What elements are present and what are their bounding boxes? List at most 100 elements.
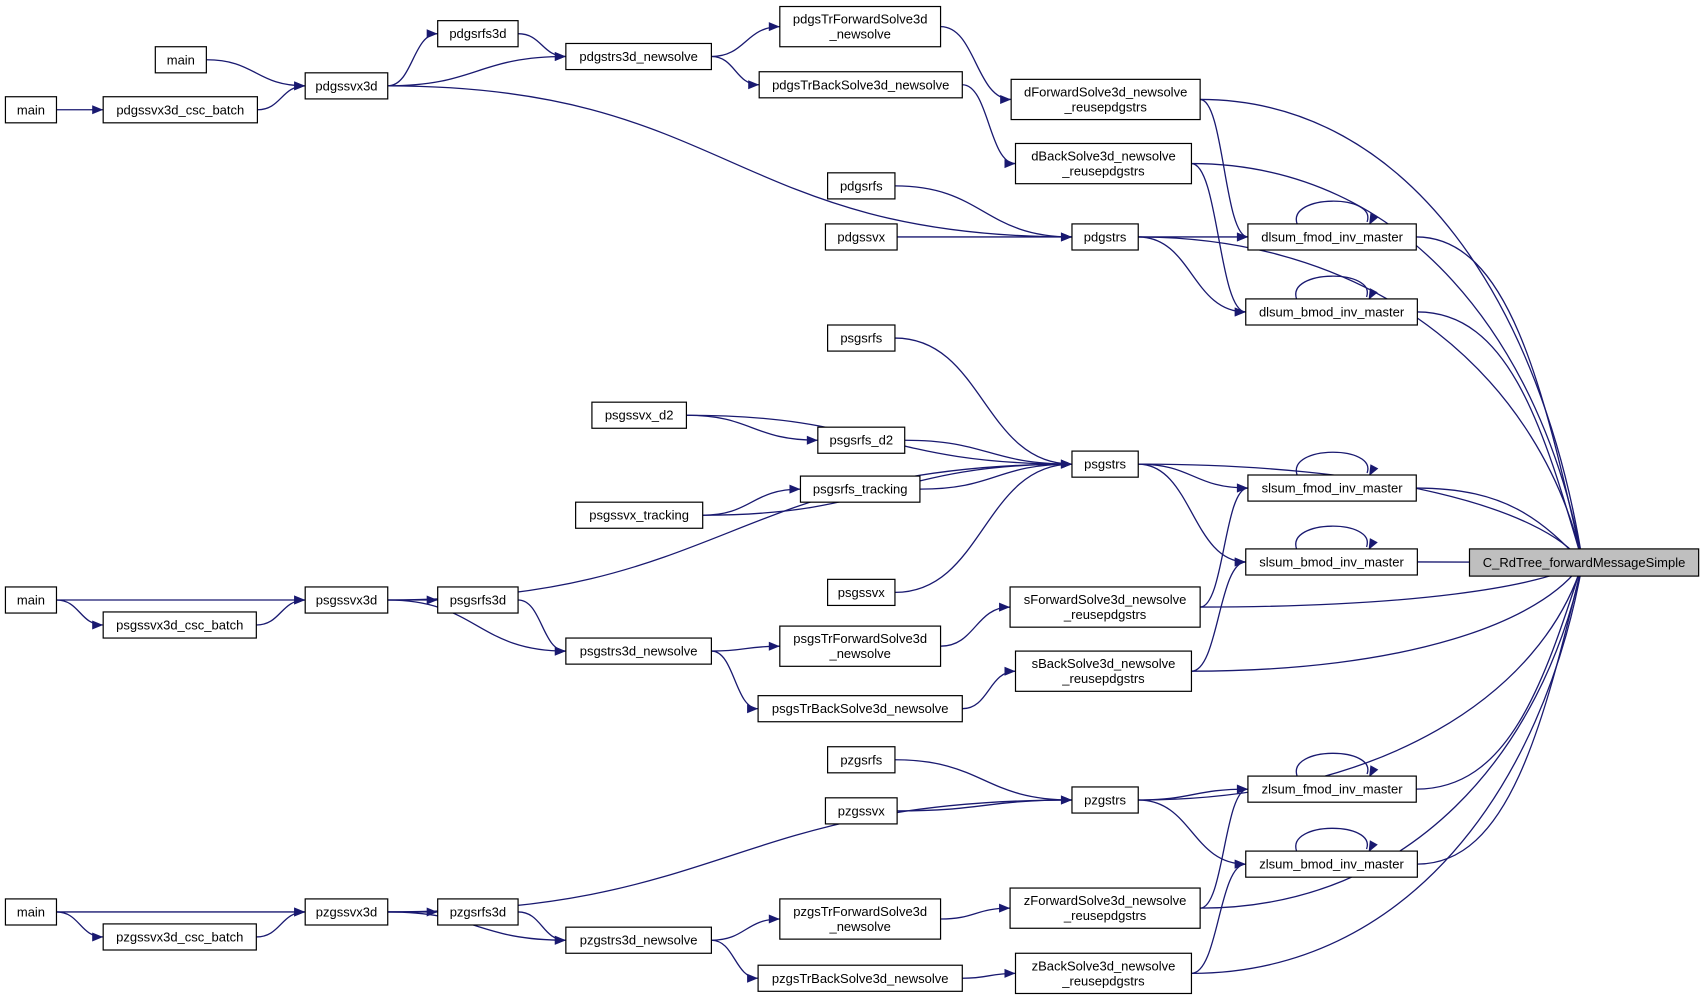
edge-line: [686, 414, 818, 441]
arrowhead: [294, 595, 306, 605]
call-edge: [894, 759, 1072, 805]
node-label: psgsrfs3d: [450, 593, 506, 608]
edge-line: [1416, 236, 1584, 563]
node-box: [1014, 142, 1193, 185]
function-node-main1[interactable]: main: [154, 46, 207, 74]
function-node-zlsum-fmod[interactable]: zlsum_fmod_inv_master: [1247, 775, 1417, 803]
arrowhead: [554, 52, 566, 62]
edge-line: [1199, 788, 1249, 909]
function-node-pzgssvx3d[interactable]: pzgssvx3d: [304, 898, 389, 926]
node-label: pzgstrs: [1084, 793, 1126, 808]
function-node-pdgssvx3d[interactable]: pdgssvx3d: [304, 72, 389, 100]
function-node-psgssvx-d2[interactable]: psgssvx_d2: [591, 401, 688, 429]
function-node-pzgsrfs3d[interactable]: pzgsrfs3d: [437, 898, 519, 926]
arrowhead: [1368, 538, 1378, 550]
node-label: main: [17, 904, 45, 919]
function-node-dforwardsolve3d[interactable]: dForwardSolve3d_newsolve_reusepdgstrs: [1010, 78, 1201, 121]
edge-line: [518, 911, 566, 941]
function-node-psgsrfs3d[interactable]: psgsrfs3d: [437, 586, 519, 614]
function-node-main3[interactable]: main: [4, 586, 58, 614]
call-edge: [897, 232, 1072, 242]
arrowhead: [1004, 968, 1016, 978]
node-box: [575, 501, 704, 529]
edge-line: [1138, 463, 1248, 489]
node-box: [1247, 474, 1417, 502]
function-node-pzgssvx3d-csc-batch[interactable]: pzgssvx3d_csc_batch: [102, 923, 257, 951]
call-edge: [1417, 311, 1584, 563]
function-node-zbacksolve3d[interactable]: zBackSolve3d_newsolve_reusepdgstrs: [1014, 952, 1193, 995]
function-node-pzgssvx[interactable]: pzgssvx: [824, 797, 898, 825]
arrowhead: [1004, 159, 1016, 169]
arrowhead: [1368, 840, 1378, 853]
function-node-pdgsrfs[interactable]: pdgsrfs: [827, 172, 896, 200]
function-node-zlsum-bmod[interactable]: zlsum_bmod_inv_master: [1245, 850, 1418, 878]
function-node-pzgsrfs[interactable]: pzgsrfs: [827, 746, 896, 774]
function-node-zforwardsolve3d[interactable]: zForwardSolve3d_newsolve_reusepdgstrs: [1009, 887, 1201, 929]
node-label: _reusepdgstrs: [1061, 973, 1145, 988]
edge-line: [387, 911, 566, 941]
node-box: [1009, 887, 1201, 929]
node-box: [154, 46, 207, 74]
function-node-psgstrforwardsolve3d-newsolve[interactable]: psgsTrForwardSolve3d_newsolve: [779, 625, 942, 667]
function-node-main2[interactable]: main: [4, 96, 58, 124]
node-box: [1010, 78, 1201, 121]
function-node-sforwardsolve3d[interactable]: sForwardSolve3d_newsolve_reusepdgstrs: [1009, 586, 1201, 628]
function-node-psgssvx[interactable]: psgssvx: [827, 578, 896, 607]
function-node-psgstrbacksolve3d-newsolve[interactable]: psgsTrBackSolve3d_newsolve: [757, 695, 963, 723]
function-node-pdgssvx3d-csc-batch[interactable]: pdgssvx3d_csc_batch: [102, 96, 259, 124]
node-box: [437, 586, 519, 614]
function-node-dbacksolve3d[interactable]: dBackSolve3d_newsolve_reusepdgstrs: [1014, 142, 1193, 185]
call-edge: [1138, 236, 1585, 563]
node-box: [779, 5, 942, 48]
node-label: sBackSolve3d_newsolve: [1032, 656, 1176, 671]
function-node-dlsum-fmod[interactable]: dlsum_fmod_inv_master: [1247, 223, 1417, 251]
function-node-sbacksolve3d[interactable]: sBackSolve3d_newsolve_reusepdgstrs: [1014, 650, 1193, 692]
node-box: [1071, 786, 1139, 814]
arrowhead: [426, 595, 438, 605]
function-node-pzgstrs[interactable]: pzgstrs: [1071, 786, 1139, 814]
function-node-psgsrfs[interactable]: psgsrfs: [827, 324, 896, 352]
call-edge: [387, 29, 438, 87]
function-node-psgstrs[interactable]: psgstrs: [1071, 450, 1139, 478]
node-box: [1014, 952, 1193, 995]
function-node-pdgstrforwardsolve3d-newsolve[interactable]: pdgsTrForwardSolve3d_newsolve: [779, 5, 942, 48]
node-label: psgstrs: [1084, 457, 1126, 472]
edge-line: [1295, 752, 1369, 777]
node-box: [565, 926, 712, 954]
arrowhead: [768, 914, 780, 924]
function-node-pzgstrbacksolve3d-newsolve[interactable]: pzgsTrBackSolve3d_newsolve: [757, 964, 963, 992]
node-label: psgssvx3d: [316, 593, 377, 608]
function-node-pdgstrbacksolve3d-newsolve[interactable]: pdgsTrBackSolve3d_newsolve: [758, 71, 963, 99]
edge-line: [1191, 561, 1246, 672]
function-node-pdgssvx[interactable]: pdgssvx: [824, 223, 898, 251]
function-node-pdgsrfs3d[interactable]: pdgsrfs3d: [437, 20, 519, 48]
function-node-psgstrs3d-newsolve[interactable]: psgstrs3d_newsolve: [565, 637, 712, 665]
node-box: [4, 586, 58, 614]
function-node-psgsrfs-d2[interactable]: psgsrfs_d2: [817, 426, 906, 454]
function-node-main4[interactable]: main: [4, 898, 58, 926]
node-box: [1245, 298, 1418, 326]
edge-line: [1416, 487, 1584, 563]
function-node-slsum-fmod[interactable]: slsum_fmod_inv_master: [1247, 474, 1417, 502]
function-node-pdgstrs[interactable]: pdgstrs: [1071, 223, 1139, 251]
function-node-psgsrfs-tracking[interactable]: psgsrfs_tracking: [799, 475, 921, 503]
call-edge: [1295, 752, 1379, 778]
function-node-psgssvx-tracking[interactable]: psgssvx_tracking: [575, 501, 704, 529]
edge-line: [256, 599, 306, 626]
node-label: pdgssvx3d_csc_batch: [116, 102, 244, 117]
edge-line: [962, 84, 1016, 165]
function-node-root[interactable]: C_RdTree_forwardMessageSimple: [1468, 548, 1700, 577]
function-node-dlsum-bmod[interactable]: dlsum_bmod_inv_master: [1245, 298, 1418, 326]
function-node-pzgstrforwardsolve3d-newsolve[interactable]: pzgsTrForwardSolve3d_newsolve: [779, 898, 942, 940]
node-label: main: [167, 52, 195, 67]
function-node-psgssvx3d-csc-batch[interactable]: psgssvx3d_csc_batch: [102, 611, 257, 639]
node-label: _reusepdgstrs: [1061, 164, 1145, 179]
edge-line: [894, 463, 1072, 594]
call-edge: [711, 939, 759, 983]
function-node-psgssvx3d[interactable]: psgssvx3d: [304, 586, 389, 614]
function-node-pdgstrs3d-newsolve[interactable]: pdgstrs3d_newsolve: [565, 42, 712, 71]
function-node-slsum-bmod[interactable]: slsum_bmod_inv_master: [1245, 548, 1418, 576]
node-box: [1009, 586, 1201, 628]
function-node-pzgstrs3d-newsolve[interactable]: pzgstrs3d_newsolve: [565, 926, 712, 954]
call-edge: [1191, 562, 1584, 672]
